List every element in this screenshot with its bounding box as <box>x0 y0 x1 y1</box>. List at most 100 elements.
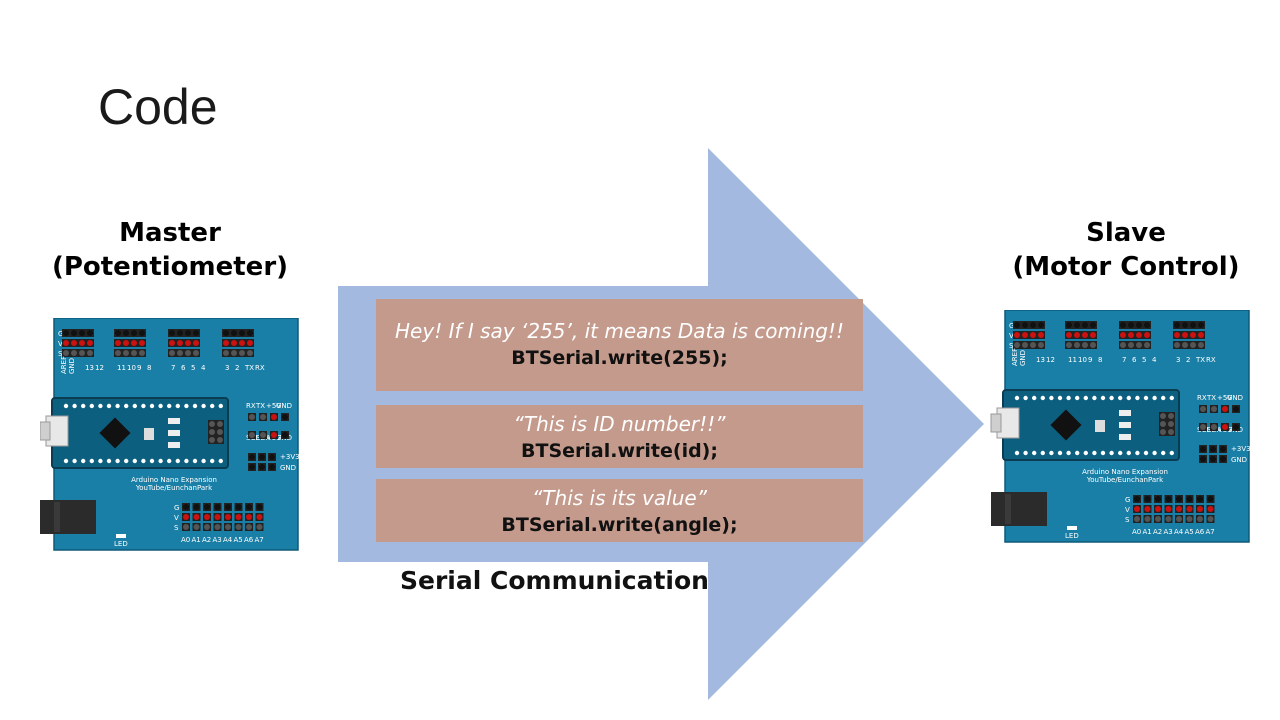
header-pin-dot <box>87 340 93 346</box>
header-pin-dot <box>1136 322 1142 328</box>
module-pin <box>184 458 189 464</box>
header-pin-dot <box>249 464 255 470</box>
header-pin-dot <box>1182 342 1188 348</box>
header-pin-dot <box>1186 496 1193 502</box>
header-pin-dot <box>177 350 183 356</box>
header-pin-dot <box>1022 342 1028 348</box>
header-pin-dot <box>231 350 237 356</box>
header-pin-dot <box>256 504 263 510</box>
header-pin-dot <box>1168 429 1174 435</box>
header-pin-dot <box>217 437 223 443</box>
header-pin-dot <box>185 340 191 346</box>
power-jack <box>40 500 96 534</box>
header-pin-dot <box>71 330 77 336</box>
pin-number: 4 <box>201 364 206 372</box>
module-pin <box>210 458 215 464</box>
header-pin-dot <box>1082 332 1088 338</box>
pin-number: 11 <box>117 364 126 372</box>
module-pin <box>1075 395 1080 401</box>
module-pin <box>1118 395 1123 401</box>
header-pin-dot <box>1211 424 1217 430</box>
module-pin <box>81 403 86 409</box>
module-pin <box>115 403 120 409</box>
pin-number: 4 <box>1152 356 1157 364</box>
pin-number: AREF <box>1011 348 1019 366</box>
header-pin-dot <box>1136 342 1142 348</box>
nano-module <box>51 397 229 469</box>
header-pin-dot <box>249 414 255 420</box>
header-pin-dot <box>204 504 210 510</box>
header-pin-dot <box>131 330 137 336</box>
header-pin-dot <box>1210 456 1216 462</box>
header-pin-dot <box>1030 322 1036 328</box>
power-label: GND <box>1231 456 1247 464</box>
header-pin-dot <box>79 350 85 356</box>
header-pin-dot <box>235 504 242 510</box>
module-pin <box>218 458 223 464</box>
analog-label: A2 <box>202 536 211 544</box>
module-pin <box>1032 450 1037 456</box>
header-pin-dot <box>246 504 252 510</box>
row-label: V <box>58 340 63 348</box>
header-pin-dot <box>249 454 255 460</box>
slave-label: Slave (Motor Control) <box>996 216 1256 284</box>
analog-label: A2 <box>1153 528 1162 536</box>
module-pin <box>98 403 103 409</box>
module-pin <box>141 403 146 409</box>
header-pin-dot <box>239 340 245 346</box>
header-pin-dot <box>204 514 210 520</box>
module-pin <box>192 458 198 464</box>
module-pin <box>89 403 94 409</box>
header-pin-dot <box>169 340 175 346</box>
header-pin-dot <box>71 350 77 356</box>
header-pin-dot <box>139 340 145 346</box>
led-label: LED <box>1065 532 1079 540</box>
header-pin-dot <box>1030 332 1036 338</box>
header-pin-dot <box>63 330 69 336</box>
header-pin-dot <box>1174 332 1180 338</box>
row-label: V <box>174 514 179 522</box>
row-label: V <box>1009 332 1014 340</box>
pin-number: AREF <box>60 356 68 374</box>
pin-number: 7 <box>171 364 175 372</box>
header-pin-dot <box>223 330 229 336</box>
module-pin <box>63 458 69 464</box>
header-pin-dot <box>193 504 200 510</box>
pin-number: TX <box>244 364 254 372</box>
pin-number: 13 <box>85 364 94 372</box>
header-pin-dot <box>256 524 263 530</box>
header-pin-dot <box>123 330 129 336</box>
header-pin-dot <box>225 524 231 530</box>
usb-plug <box>990 413 1002 433</box>
module-pin <box>1152 395 1157 401</box>
header-pin-dot <box>260 432 266 438</box>
header-pin-dot <box>1176 506 1182 512</box>
row-label: G <box>174 504 179 512</box>
header-pin-dot <box>231 330 237 336</box>
header-pin-dot <box>1038 342 1044 348</box>
module-pin <box>1135 395 1140 401</box>
pin-number: TX <box>1195 356 1205 364</box>
header-pin-dot <box>209 421 215 427</box>
header-pin-dot <box>1190 332 1196 338</box>
module-pin <box>1126 450 1131 456</box>
header-pin-dot <box>235 514 242 520</box>
message-text: Hey! If I say ‘255’, it means Data is co… <box>395 319 844 343</box>
row-label: G <box>1009 322 1014 330</box>
module-pin <box>1109 395 1114 401</box>
header-pin-dot <box>1174 322 1180 328</box>
module-pin <box>149 403 155 409</box>
analog-label: A5 <box>1185 528 1194 536</box>
header-pin-dot <box>1030 342 1036 348</box>
board-credit: YouTube/EunchanPark <box>135 484 213 492</box>
header-pin-dot <box>259 454 265 460</box>
module-pin <box>1126 395 1131 401</box>
module-pin <box>1118 450 1123 456</box>
header-pin-dot <box>1160 413 1166 419</box>
header-pin-dot <box>1186 516 1193 522</box>
module-pin <box>1169 395 1174 401</box>
row-label: S <box>1125 516 1130 524</box>
header-pin-dot <box>246 524 252 530</box>
